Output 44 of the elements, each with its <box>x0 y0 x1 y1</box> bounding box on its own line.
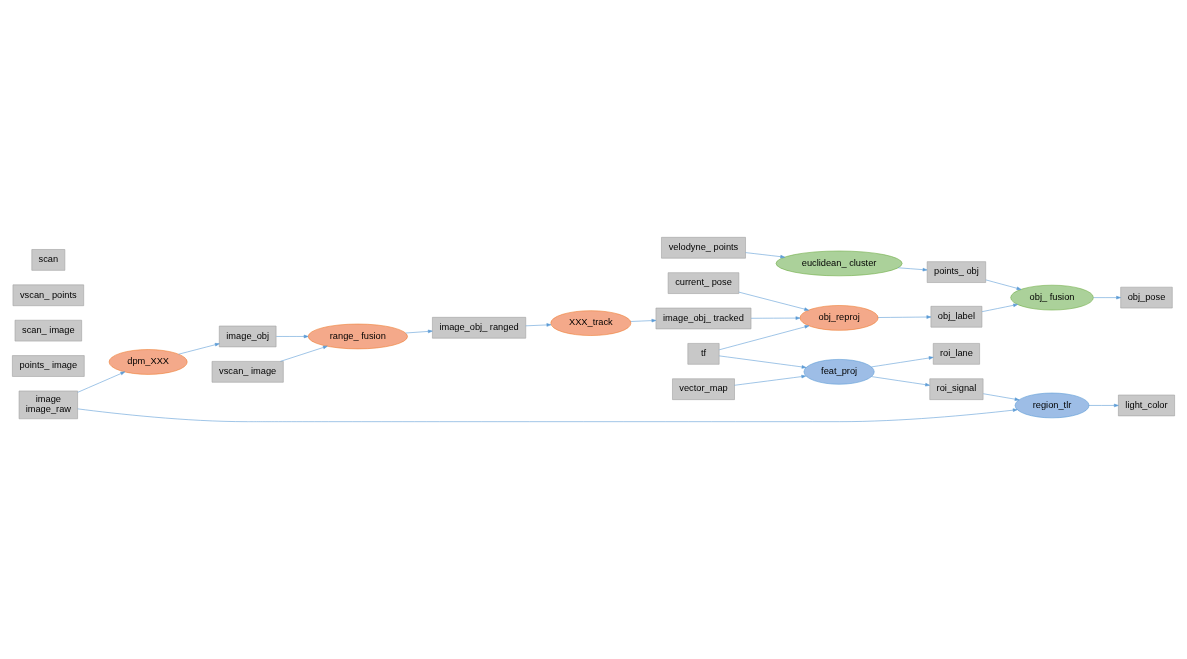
arrow <box>871 376 930 387</box>
node-box: current_ pose <box>667 272 740 294</box>
arrow <box>178 343 220 355</box>
node-box: image_obj_ ranged <box>432 317 527 339</box>
arrow <box>871 356 934 368</box>
node-box: scan <box>31 249 66 271</box>
arrow <box>981 303 1018 312</box>
arrow <box>985 279 1022 290</box>
arrow <box>738 291 809 311</box>
node-box: vscan_ points <box>12 284 84 307</box>
arrow <box>877 315 932 319</box>
node-box: vector_map <box>672 378 735 400</box>
arrow <box>1088 403 1119 408</box>
arrow <box>276 334 309 339</box>
node-box: image_obj_ tracked <box>655 307 752 330</box>
node-box: points_ image <box>12 355 85 377</box>
arrow <box>280 345 328 362</box>
arrow <box>405 329 433 334</box>
arrow <box>745 252 785 259</box>
node-box: image_obj <box>219 325 277 348</box>
arrow <box>718 355 807 369</box>
arrow <box>750 316 801 320</box>
node-box: points_ obj <box>926 261 986 283</box>
arrow <box>525 323 552 327</box>
node-ellipse: XXX_track <box>550 310 632 336</box>
node-box: image image_raw <box>18 390 78 420</box>
node-ellipse: euclidean_ cluster <box>775 250 903 277</box>
arrow <box>983 393 1020 401</box>
node-box: obj_pose <box>1120 286 1173 309</box>
arrow <box>1093 295 1121 300</box>
node-box: vscan_ image <box>211 361 284 383</box>
arrow <box>630 318 657 323</box>
arrow <box>77 371 126 393</box>
arrow <box>897 267 928 272</box>
arrow <box>718 325 810 351</box>
node-box: light_color <box>1118 394 1175 417</box>
node-box: velodyne_ points <box>661 237 746 259</box>
arrow <box>734 374 807 386</box>
arrow <box>77 408 1018 422</box>
node-box: roi_lane <box>932 343 980 365</box>
node-box: obj_label <box>930 306 983 328</box>
node-box: tf <box>687 343 720 365</box>
node-box: roi_signal <box>929 378 984 400</box>
node-box: scan_ image <box>14 319 82 342</box>
